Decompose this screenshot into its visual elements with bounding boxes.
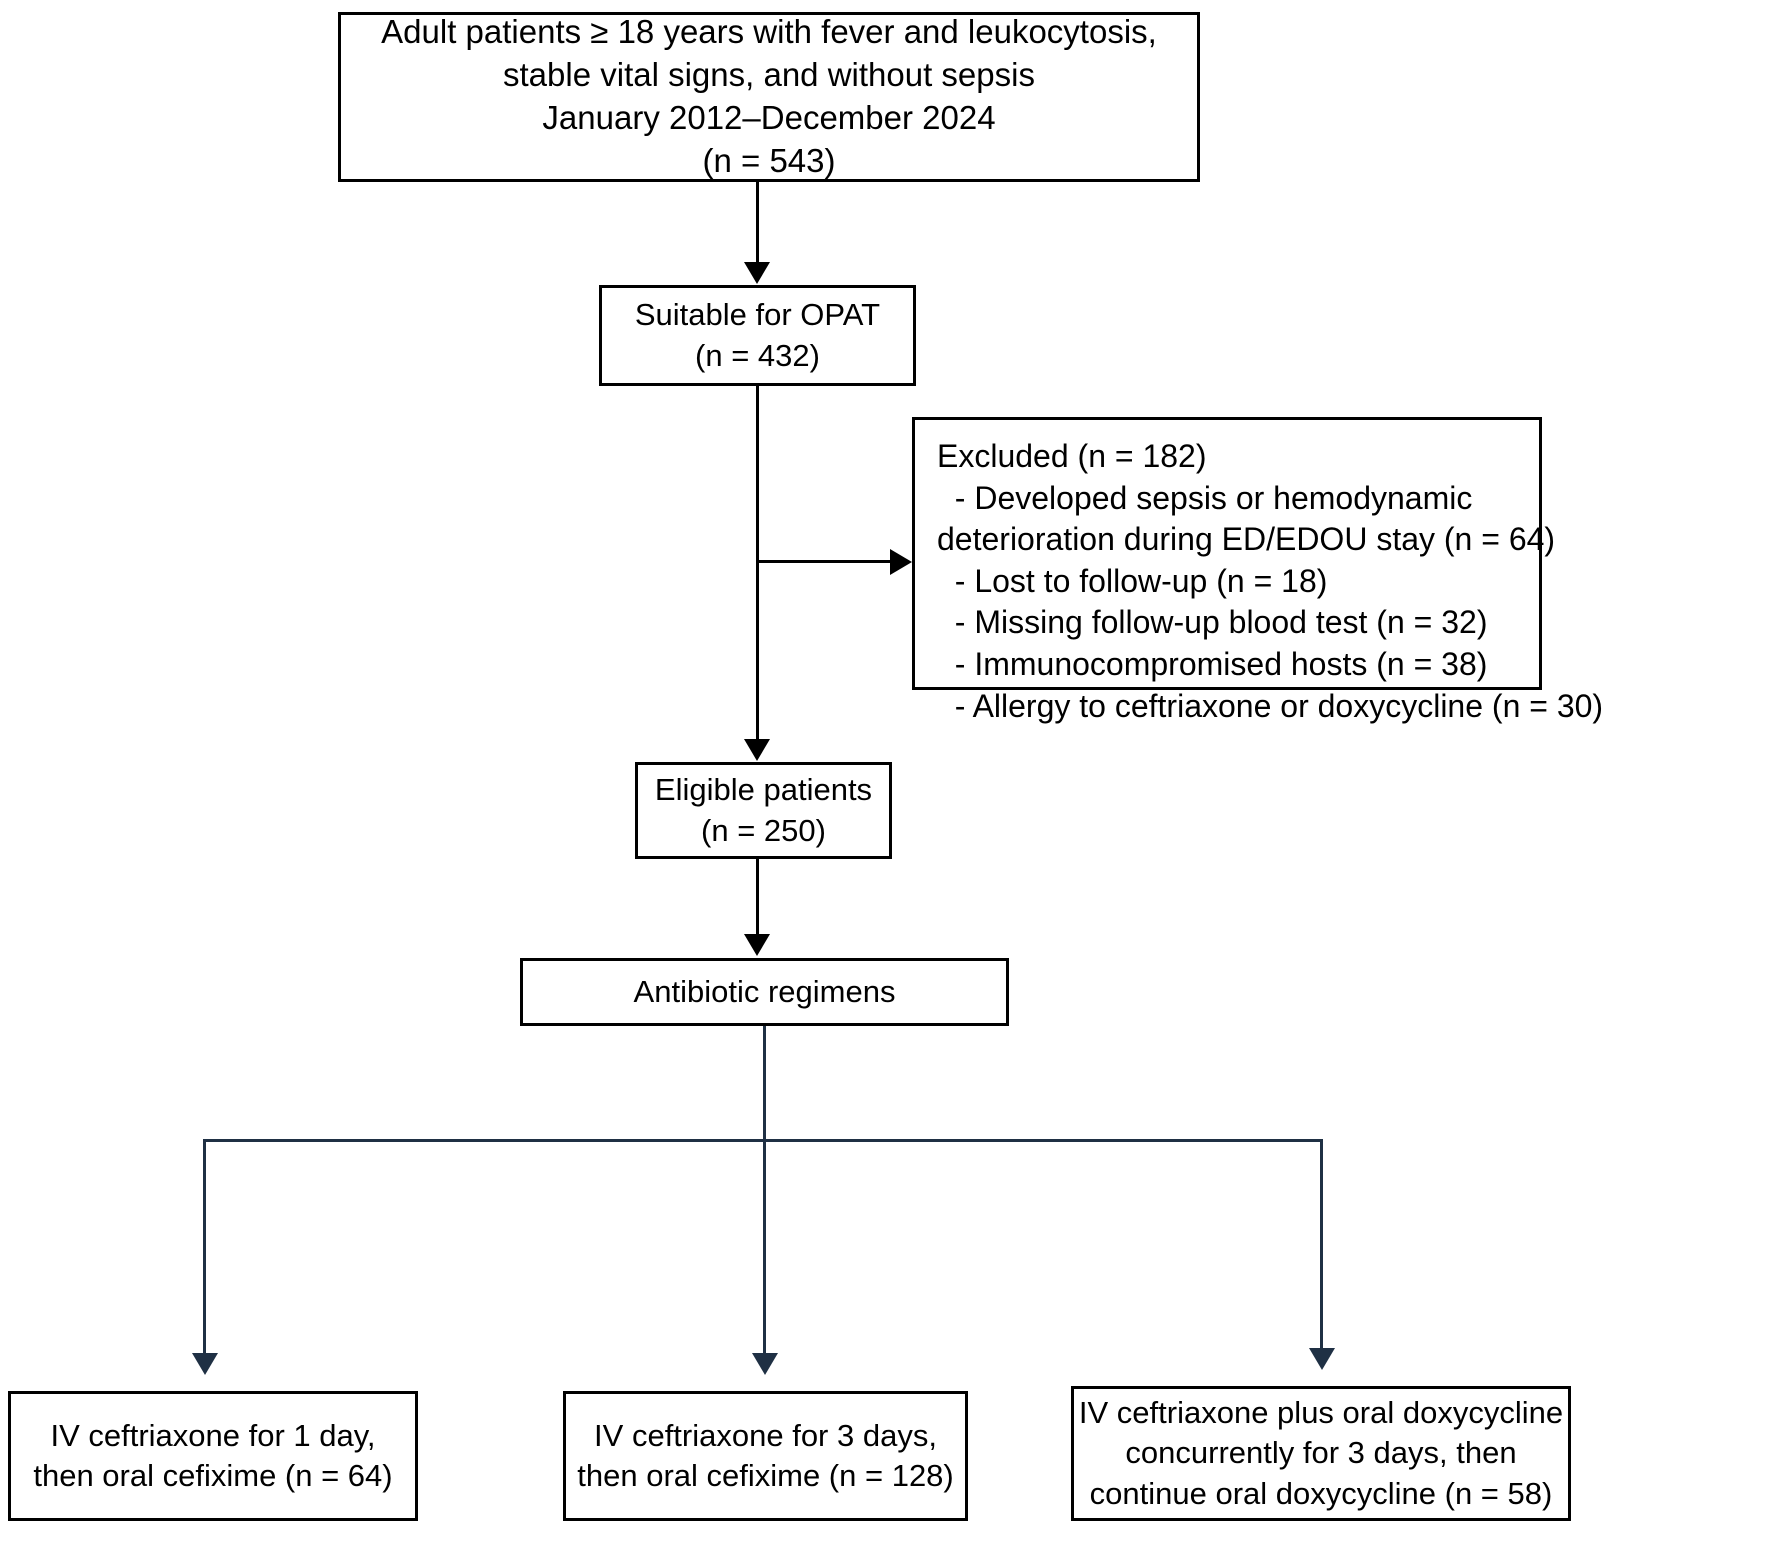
regimens-line-1: Antibiotic regimens <box>633 973 896 1009</box>
node-treatment-arm-3: IV ceftriaxone plus oral doxycycline con… <box>1071 1386 1571 1521</box>
branch-stem <box>763 1026 766 1139</box>
node-treatment-arm-2: IV ceftriaxone for 3 days, then oral cef… <box>563 1391 968 1521</box>
node-eligible-patients: Eligible patients (n = 250) <box>635 762 892 859</box>
source-line-4: (n = 543) <box>702 141 836 179</box>
branch-drop-right <box>1320 1139 1323 1351</box>
arm3-line-2: concurrently for 3 days, then <box>1125 1435 1517 1471</box>
opat-line-1: Suitable for OPAT <box>634 297 881 333</box>
node-excluded: Excluded (n = 182) - Developed sepsis or… <box>912 417 1603 724</box>
arrowhead-opat-to-eligible <box>744 739 770 761</box>
excluded-line-3: deterioration during ED/EDOU stay (n = 6… <box>937 521 1556 558</box>
excluded-line-4: - Lost to follow-up (n = 18) <box>937 562 1328 599</box>
excluded-line-1: Excluded (n = 182) <box>937 438 1207 474</box>
opat-line-2: (n = 432) <box>695 337 820 373</box>
excluded-line-2: - Developed sepsis or hemodynamic <box>937 479 1473 516</box>
eligible-line-2: (n = 250) <box>701 812 826 848</box>
connector-source-to-opat <box>756 182 759 264</box>
branch-drop-left <box>203 1139 206 1356</box>
node-suitable-for-opat: Suitable for OPAT (n = 432) <box>599 285 916 386</box>
eligible-line-1: Eligible patients <box>654 772 873 808</box>
connector-opat-to-eligible <box>756 386 759 741</box>
connector-trunk-to-excluded <box>756 560 892 563</box>
node-antibiotic-regimens: Antibiotic regimens <box>520 958 1009 1026</box>
arm3-line-1: IV ceftriaxone plus oral doxycycline <box>1078 1395 1564 1431</box>
branch-drop-center <box>763 1139 766 1356</box>
excluded-line-6: - Immunocompromised hosts (n = 38) <box>937 645 1488 682</box>
arm1-line-2: then oral cefixime (n = 64) <box>33 1458 393 1493</box>
arm1-line-1: IV ceftriaxone for 1 day, <box>50 1417 376 1453</box>
arm2-line-2: then oral cefixime (n = 128) <box>577 1458 954 1493</box>
arrowhead-branch-center <box>752 1353 778 1375</box>
arrowhead-eligible-to-regimens <box>744 934 770 956</box>
excluded-line-7: - Allergy to ceftriaxone or doxycycline … <box>937 687 1604 724</box>
excluded-line-5: - Missing follow-up blood test (n = 32) <box>937 604 1488 641</box>
arrowhead-source-to-opat <box>744 262 770 284</box>
source-line-3: January 2012–December 2024 <box>542 99 996 136</box>
connector-eligible-to-regimens <box>756 859 759 936</box>
arrowhead-branch-left <box>192 1353 218 1375</box>
source-line-2: stable vital signs, and without sepsis <box>503 56 1035 94</box>
arm3-line-3: continue oral doxycycline (n = 58) <box>1089 1475 1553 1511</box>
node-source-population: Adult patients ≥ 18 years with fever and… <box>338 12 1200 182</box>
node-treatment-arm-1: IV ceftriaxone for 1 day, then oral cefi… <box>8 1391 418 1521</box>
arm2-line-1: IV ceftriaxone for 3 days, <box>594 1417 937 1453</box>
arrowhead-branch-right <box>1309 1348 1335 1370</box>
arrowhead-trunk-to-excluded <box>890 549 912 575</box>
source-line-1: Adult patients ≥ 18 years with fever and… <box>381 13 1157 51</box>
